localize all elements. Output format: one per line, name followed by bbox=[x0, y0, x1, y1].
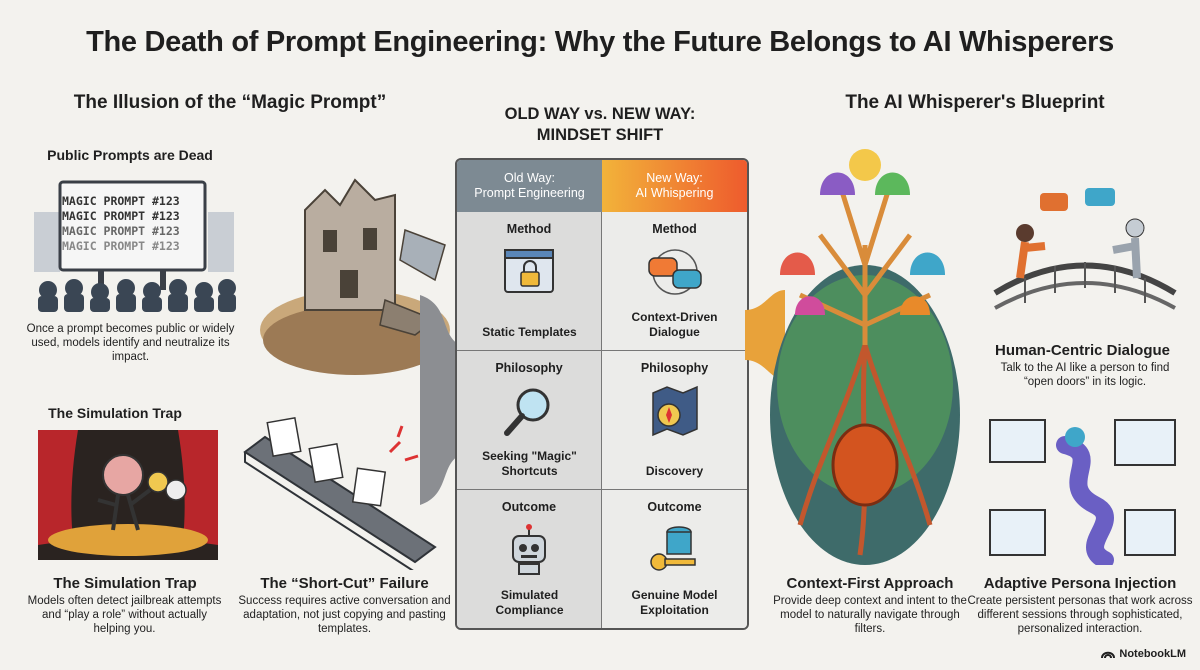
label-line: Shortcuts bbox=[501, 464, 558, 478]
flow-connector-right bbox=[745, 290, 785, 380]
public-prompts-body: Once a prompt becomes public or widely u… bbox=[26, 323, 235, 363]
label-line: Genuine Model bbox=[631, 588, 718, 602]
table-cell-old-method: Method Static Templates bbox=[457, 212, 602, 350]
map-compass-icon bbox=[647, 383, 703, 439]
persona-illustration bbox=[985, 415, 1185, 569]
right-heading: The AI Whisperer's Blueprint bbox=[845, 92, 1105, 113]
persona-title: Adaptive Persona Injection bbox=[983, 575, 1177, 592]
label-line: Exploitation bbox=[640, 603, 709, 617]
left-heading: The Illusion of the “Magic Prompt” bbox=[73, 92, 387, 113]
context-body: Provide deep context and intent to the m… bbox=[773, 595, 967, 635]
middle-heading-line: MINDSET SHIFT bbox=[536, 126, 664, 144]
lock-window-icon bbox=[501, 244, 557, 300]
row-heading: Method bbox=[506, 222, 552, 236]
row-heading: Philosophy bbox=[495, 361, 563, 375]
theater-illustration bbox=[38, 430, 218, 560]
notebooklm-logo-icon bbox=[1101, 649, 1116, 659]
conveyor-illustration bbox=[240, 412, 440, 573]
context-title: Context-First Approach bbox=[786, 575, 954, 592]
row-heading: Philosophy bbox=[640, 361, 709, 375]
magnifier-icon bbox=[501, 383, 557, 439]
row-heading: Outcome bbox=[501, 500, 557, 514]
label-line: Discovery bbox=[645, 464, 704, 478]
table-cell-new-philosophy: Philosophy Discovery bbox=[602, 351, 747, 489]
old-way-header-line: Old Way: bbox=[504, 171, 555, 185]
ruin-illustration bbox=[245, 150, 455, 390]
comparison-table: Old Way:Prompt Engineering New Way:AI Wh… bbox=[455, 158, 749, 630]
billboard-illustration bbox=[28, 172, 238, 312]
row-divider bbox=[457, 350, 747, 352]
brand-name: NotebookLM bbox=[1119, 648, 1186, 660]
row-new-label: Discovery bbox=[602, 464, 747, 479]
robot-icon bbox=[501, 522, 557, 578]
chat-bubbles-icon bbox=[645, 244, 705, 300]
row-old-label: Static Templates bbox=[457, 325, 602, 340]
public-prompts-title: Public Prompts are Dead bbox=[47, 147, 213, 163]
row-heading: Method bbox=[652, 222, 697, 236]
label-line: Seeking "Magic" bbox=[482, 449, 577, 463]
billboard-line: MAGIC PROMPT #123 bbox=[62, 239, 180, 253]
label-line: Static Templates bbox=[482, 325, 577, 339]
billboard-line: MAGIC PROMPT #123 bbox=[62, 209, 180, 223]
tree-illustration bbox=[760, 125, 965, 575]
middle-heading-line: OLD WAY vs. NEW WAY: bbox=[504, 105, 696, 123]
key-database-icon bbox=[647, 522, 703, 578]
page-title: The Death of Prompt Engineering: Why the… bbox=[86, 26, 1114, 58]
new-way-header-line: AI Whispering bbox=[635, 186, 714, 200]
row-old-label: Seeking "Magic"Shortcuts bbox=[457, 449, 602, 479]
dialogue-body: Talk to the AI like a person to find “op… bbox=[1000, 362, 1170, 388]
new-way-header-line: New Way: bbox=[646, 171, 703, 185]
new-way-header: New Way:AI Whispering bbox=[602, 160, 747, 212]
persona-body: Create persistent personas that work acr… bbox=[967, 595, 1193, 635]
label-line: Simulated bbox=[500, 588, 559, 602]
table-cell-old-philosophy: Philosophy Seeking "Magic"Shortcuts bbox=[457, 351, 602, 489]
dialogue-title: Human-Centric Dialogue bbox=[994, 342, 1171, 359]
shortcut-body: Success requires active conversation and… bbox=[238, 595, 451, 635]
old-way-header: Old Way:Prompt Engineering bbox=[457, 160, 602, 212]
label-line: Context-Driven bbox=[631, 310, 718, 324]
middle-heading: OLD WAY vs. NEW WAY: MINDSET SHIFT bbox=[450, 104, 750, 146]
flow-connector-left bbox=[420, 295, 460, 505]
row-divider bbox=[457, 489, 747, 491]
sim-trap-title: The Simulation Trap bbox=[53, 575, 197, 592]
old-way-header-line: Prompt Engineering bbox=[474, 186, 585, 200]
row-heading: Outcome bbox=[647, 500, 702, 514]
label-line: Dialogue bbox=[649, 325, 700, 339]
sim-trap-body: Models often detect jailbreak attempts a… bbox=[27, 595, 222, 635]
billboard-text: MAGIC PROMPT #123 MAGIC PROMPT #123 MAGI… bbox=[62, 194, 202, 254]
label-line: Compliance bbox=[495, 603, 564, 617]
shortcut-title: The “Short-Cut” Failure bbox=[260, 575, 429, 592]
bridge-illustration bbox=[985, 178, 1185, 328]
billboard-line: MAGIC PROMPT #123 bbox=[62, 224, 180, 238]
billboard-line: MAGIC PROMPT #123 bbox=[62, 194, 180, 208]
brand-badge: NotebookLM bbox=[1101, 648, 1186, 660]
sim-trap-label: The Simulation Trap bbox=[48, 405, 182, 421]
